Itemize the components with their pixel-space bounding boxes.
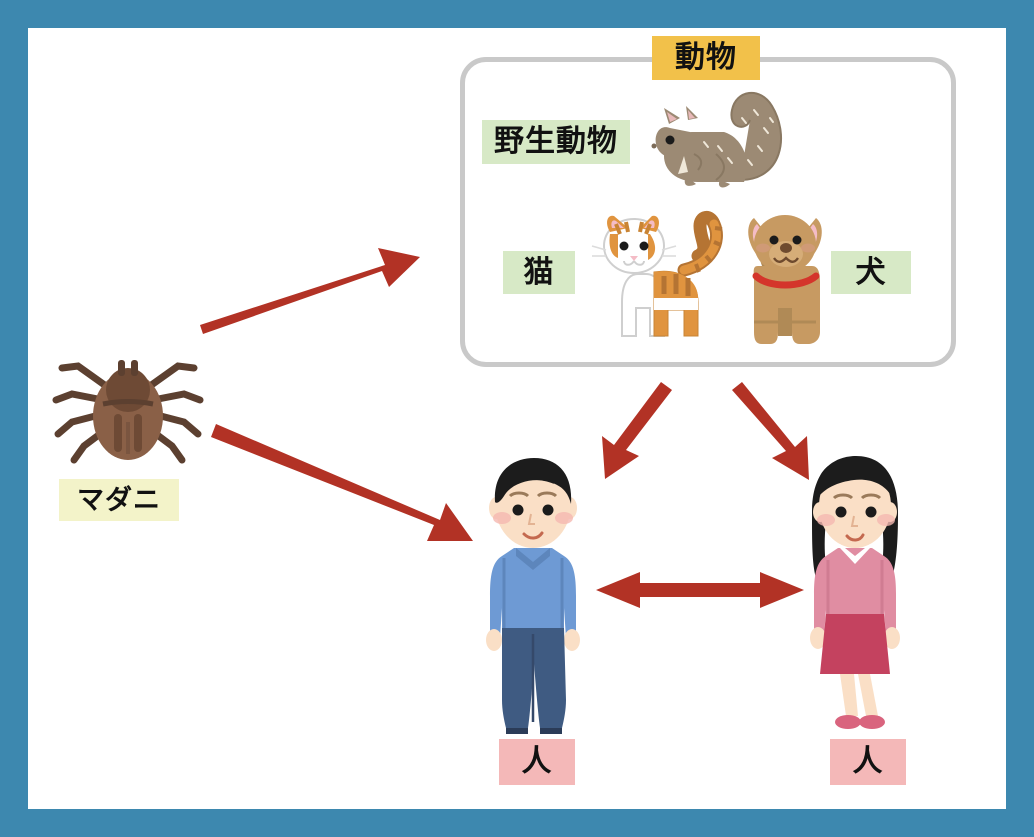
label-dog: 犬: [831, 251, 911, 294]
label-cat: 猫: [503, 251, 575, 294]
man-illustration: [478, 452, 588, 734]
woman-illustration: [800, 452, 910, 734]
label-wild-animal: 野生動物: [482, 120, 630, 164]
cat-illustration: [588, 198, 736, 350]
label-animal-group: 動物: [652, 36, 760, 80]
squirrel-illustration: [632, 84, 792, 196]
dog-illustration: [734, 196, 836, 352]
label-tick: マダニ: [59, 479, 179, 521]
label-person-right: 人: [830, 739, 906, 785]
label-person-left: 人: [499, 739, 575, 785]
tick-illustration: [48, 342, 208, 472]
